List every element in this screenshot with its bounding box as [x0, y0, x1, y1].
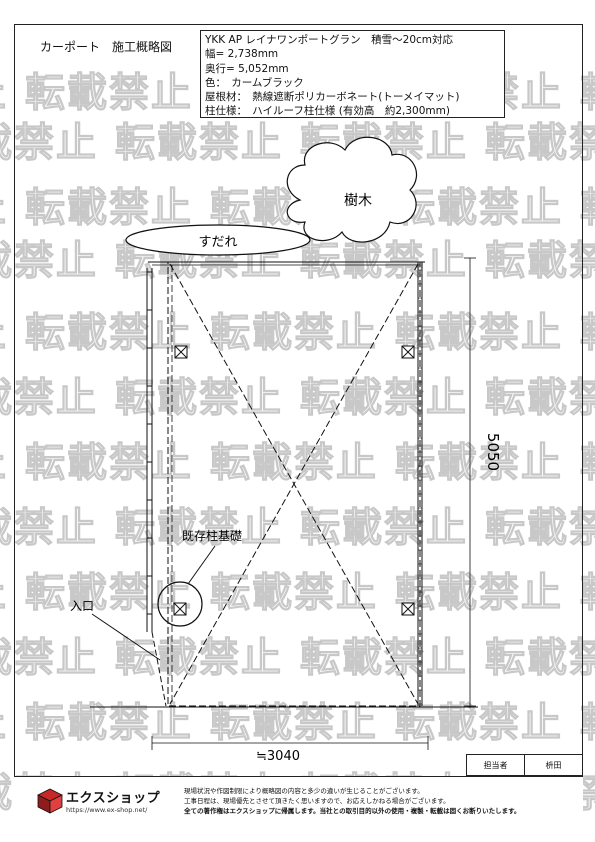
spec-line-color: 色： カームブラック: [205, 76, 304, 89]
existing-foundation-circle: [157, 581, 203, 627]
tree-label: 樹木: [344, 193, 372, 209]
footer-notice-3: 全ての著作権はエクスショップに帰属します。当社との取引目的以外の使用・複製・転載…: [184, 807, 521, 815]
footer-notice: 現場状況や作図制限により概略図の内容と多少の違いが生じることがございます。 工事…: [184, 786, 520, 816]
spec-line-width: 幅= 2,738mm: [205, 48, 279, 61]
entrance-leader: [91, 613, 161, 661]
existing-foundation-label: 既存柱基礎: [182, 528, 242, 543]
logo-text: エクスショップ: [66, 791, 161, 806]
staff-stamp-label: 担当者: [483, 760, 508, 770]
spec-box: YKK AP レイナワンポートグラン 積雪～20cm対応 幅= 2,738mm …: [200, 30, 505, 118]
entrance-label: 入口: [70, 599, 94, 613]
post-marker-top-left: [174, 345, 188, 359]
footer: エクスショップ https://www.ex-shop.net/ 現場状況や作図…: [14, 776, 583, 827]
roof-outline: [167, 261, 421, 707]
staff-stamp-name: 枡田: [524, 755, 582, 775]
footer-notice-1: 現場状況や作図制限により概略図の内容と多少の違いが生じることがございます。: [184, 787, 424, 795]
company-logo: エクスショップ https://www.ex-shop.net/: [36, 781, 176, 821]
gutter-label: すだれ: [198, 235, 237, 250]
depth-dim-label: 5050: [484, 433, 502, 471]
post-marker-bottom-right: [401, 602, 415, 616]
spec-line-roof: 屋根材： 熱線遮断ポリカーボネート(トーメイマット): [205, 91, 460, 104]
left-fence-ticks: [147, 271, 152, 615]
logo-url: https://www.ex-shop.net/: [66, 806, 148, 814]
spec-line-depth: 奥行= 5,052mm: [205, 62, 289, 75]
roof-diagonal-2: [169, 263, 419, 705]
existing-foundation-leader: [187, 545, 216, 585]
entrance-dashed: [151, 631, 167, 707]
footer-notice-2: 工事日程は、現場優先とさせて頂きたく思いますので、お応えしかねる場合がございます…: [184, 797, 450, 805]
tree-outline: [286, 136, 418, 243]
gutter-ellipse: [125, 224, 311, 256]
post-marker-top-right: [401, 345, 415, 359]
spec-line-post: 柱仕様： ハイルーフ柱仕様 (有効高 約2,300mm): [205, 105, 450, 118]
box-logo-icon: [37, 788, 63, 814]
staff-stamp: 担当者 枡田: [466, 754, 583, 776]
width-dim-label: ≒3040: [256, 749, 300, 764]
page-title: カーポート 施工概略図: [40, 40, 173, 54]
post-marker-bottom-left: [173, 602, 187, 616]
spec-line-product: YKK AP レイナワンポートグラン 積雪～20cm対応: [205, 34, 454, 46]
